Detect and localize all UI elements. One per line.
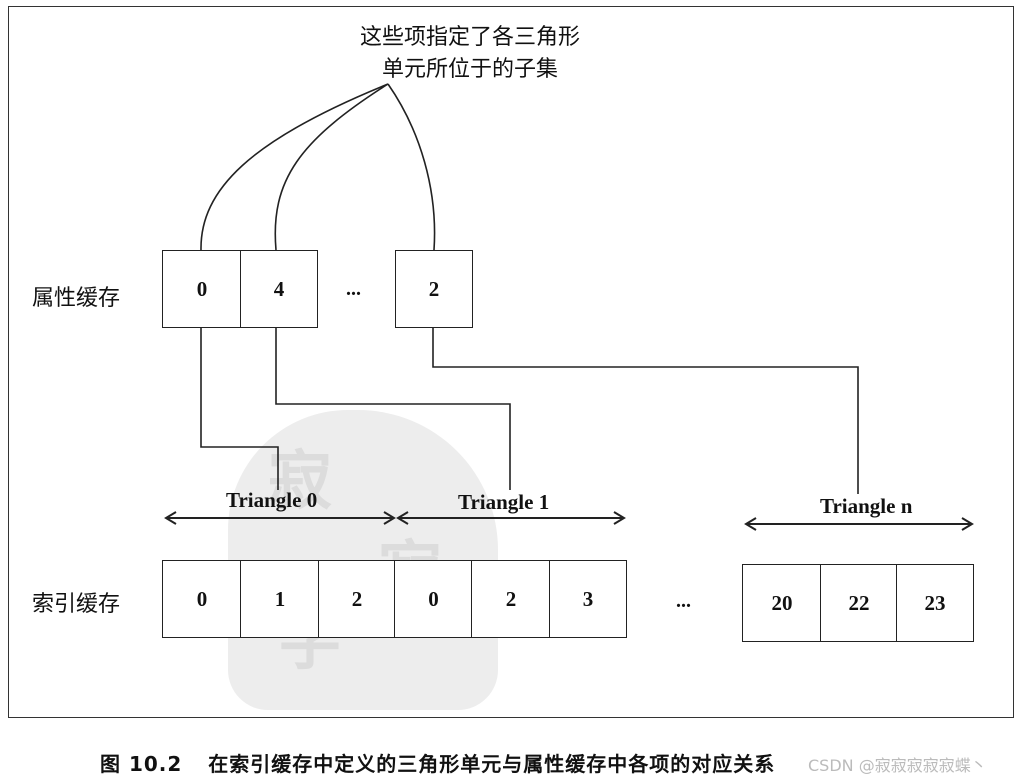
arrowhead xyxy=(744,517,757,531)
attribute-cell: 0 xyxy=(162,250,242,328)
triangle-label: Triangle 1 xyxy=(458,490,550,514)
attribute-ellipsis: ... xyxy=(346,278,361,300)
subset-note: 这些项指定了各三角形 单元所位于的子集 xyxy=(340,22,600,86)
curve-to-attr-1 xyxy=(274,83,389,251)
index-ellipsis: ... xyxy=(676,590,691,612)
source-credit: CSDN @寂寂寂寂寂蝶丶 xyxy=(808,756,987,775)
arrowhead xyxy=(961,517,974,531)
triangle-label: Triangle n xyxy=(820,494,913,518)
subset-note-line1: 这些项指定了各三角形 xyxy=(359,25,580,50)
attribute-buffer-label: 属性缓存 xyxy=(32,286,121,311)
curve-to-attr-n xyxy=(387,83,436,251)
attribute-cell: 4 xyxy=(240,250,318,328)
index-cell: 0 xyxy=(394,560,473,638)
attribute-cell: 2 xyxy=(395,250,473,328)
index-cell: 2 xyxy=(318,560,396,638)
index-buffer-label: 索引缓存 xyxy=(32,592,121,617)
figure-caption: 图 10.2 在索引缓存中定义的三角形单元与属性缓存中各项的对应关系 xyxy=(100,748,775,777)
arrowhead xyxy=(164,511,177,525)
arrowhead xyxy=(613,511,626,525)
index-cell: 20 xyxy=(742,564,822,642)
arrowhead xyxy=(396,511,409,525)
arrowhead xyxy=(383,511,396,525)
subset-note-line2: 单元所位于的子集 xyxy=(381,57,558,82)
index-cell: 2 xyxy=(471,560,551,638)
figure-number: 图 10.2 xyxy=(100,752,183,776)
index-cell: 1 xyxy=(240,560,320,638)
figure-caption-text: 在索引缓存中定义的三角形单元与属性缓存中各项的对应关系 xyxy=(208,752,776,776)
index-cell: 22 xyxy=(820,564,898,642)
link-attr1-tri1 xyxy=(275,328,511,490)
index-cell: 23 xyxy=(896,564,974,642)
index-cell: 3 xyxy=(549,560,627,638)
figure-frame xyxy=(8,6,1014,718)
link-attrn-trin xyxy=(432,328,859,494)
index-cell: 0 xyxy=(162,560,242,638)
curve-to-attr-0 xyxy=(200,83,389,251)
triangle-label: Triangle 0 xyxy=(226,488,318,512)
link-attr0-tri0 xyxy=(200,328,279,490)
